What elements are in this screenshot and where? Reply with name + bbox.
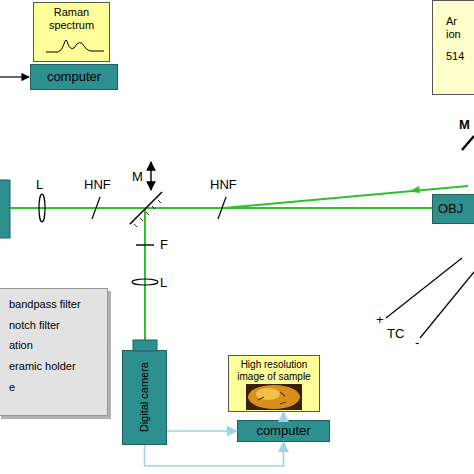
signal-arrow	[0, 76, 29, 77]
node-text: computer	[256, 424, 310, 439]
mirror-symbol	[462, 136, 474, 150]
spectrometer-box	[0, 180, 10, 238]
node-text: e	[9, 381, 15, 394]
node-text: notch filter	[9, 319, 60, 332]
computer-box: computer	[237, 420, 330, 442]
sample-photo	[248, 385, 300, 409]
node-text: eramic holder	[9, 360, 76, 373]
motion-arrow	[150, 162, 151, 190]
mirror-hatch	[134, 200, 161, 227]
component-label: F	[160, 238, 168, 251]
data-connector	[283, 412, 285, 420]
camera-lens-mount	[133, 340, 157, 351]
thermocouple-wire	[420, 272, 474, 338]
sample-photo	[246, 384, 302, 410]
node-text: Digital camera	[138, 362, 151, 432]
component-label: HNF	[84, 178, 111, 191]
node-text: bandpass filter	[9, 298, 81, 311]
laser-beam	[224, 186, 468, 208]
laser-beam	[10, 207, 432, 209]
component-label: HNF	[210, 178, 237, 191]
node-text: 514	[446, 50, 464, 63]
node-text: Raman spectrum	[36, 6, 107, 31]
display-box: High resolution image of sample	[228, 355, 320, 412]
thermocouple-wire	[386, 258, 462, 318]
node-text: High resolution image of sample	[231, 359, 317, 382]
bandpass-filter-symbol	[136, 244, 154, 245]
sample-photo	[258, 392, 286, 404]
component-label: TC	[387, 327, 404, 340]
component-label: -	[415, 336, 419, 349]
component-label: M	[459, 118, 470, 131]
laser-beam	[144, 208, 146, 340]
sample-photo	[256, 388, 280, 400]
beam-arrow	[409, 186, 420, 193]
display-box: Raman spectrum	[33, 2, 110, 62]
mirror-symbol	[130, 192, 162, 224]
objective-box: OBJ	[432, 194, 474, 224]
camera-box: Digital camera	[122, 350, 167, 445]
notch-filter-symbol	[92, 197, 100, 219]
component-label: +	[376, 313, 384, 326]
notch-filter-symbol	[218, 197, 226, 219]
spectrum-curve	[46, 40, 104, 52]
node-text: Ar ion	[446, 15, 470, 40]
lens-symbol	[132, 279, 158, 285]
node-text: ation	[9, 339, 33, 352]
component-label: M	[132, 170, 143, 183]
component-label: L	[160, 276, 167, 289]
node-text: OBJ	[438, 202, 463, 217]
component-label: L	[36, 178, 43, 191]
node-text: computer	[47, 70, 101, 85]
computer-box: computer	[30, 64, 118, 90]
lens-symbol	[39, 194, 45, 222]
data-connector	[167, 430, 237, 432]
data-connector	[145, 442, 284, 466]
laser-box: Ar ion 514	[432, 0, 474, 95]
legend-box: bandpass filter notch filter ation eramic h…	[0, 288, 108, 416]
